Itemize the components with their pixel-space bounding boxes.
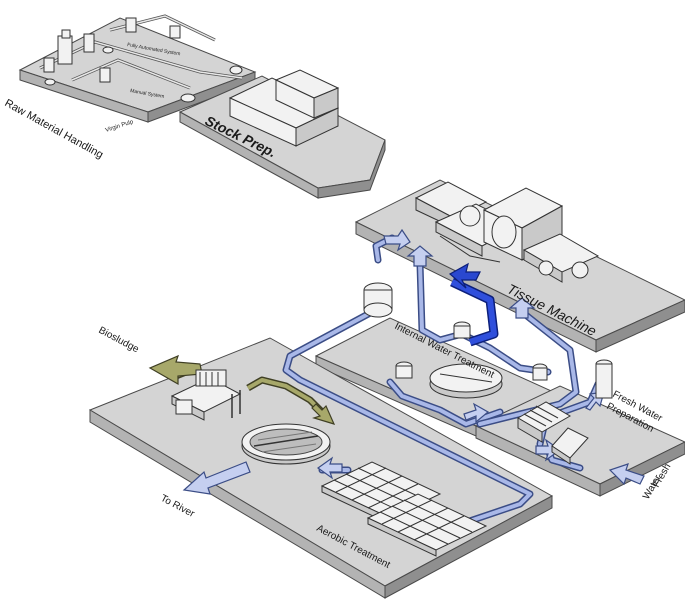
internal-arrow-1 xyxy=(463,402,490,424)
aeration-basin-2 xyxy=(366,493,488,557)
raw-material-platform xyxy=(18,17,257,123)
tissue-machine-equipment xyxy=(414,181,600,283)
clarifier-inlet-arrow xyxy=(316,456,343,480)
to-river-label: To River xyxy=(159,493,197,520)
arrow-tissue-machine-right xyxy=(508,297,536,319)
aerobic-equipment xyxy=(170,369,488,557)
fresh-water-equipment xyxy=(517,359,613,465)
flow-arrows xyxy=(182,228,645,534)
internal-arrow-2 xyxy=(535,438,562,462)
to-river-arrow xyxy=(182,461,251,495)
fresh-water-inlet-arrow xyxy=(608,463,645,486)
raw-material-equipment xyxy=(39,14,243,103)
sludge-arrow-to-clarifier xyxy=(311,403,336,425)
stock-prep-building xyxy=(228,69,340,147)
arrow-from-tissue-machine xyxy=(406,245,434,267)
manual-system-label: Manual System xyxy=(130,88,165,100)
biosludge-label: Biosludge xyxy=(97,325,141,356)
arrow-process-water xyxy=(448,262,481,289)
sludge-line xyxy=(148,354,336,425)
internal-water-equipment xyxy=(363,282,548,399)
raw-material-handling-label: Raw Material Handling xyxy=(3,97,106,161)
virgin-pulp-label: Virgin Pulp xyxy=(105,119,135,134)
process-water-pipe xyxy=(450,277,499,347)
arrow-to-tissue-machine-1 xyxy=(383,228,411,252)
